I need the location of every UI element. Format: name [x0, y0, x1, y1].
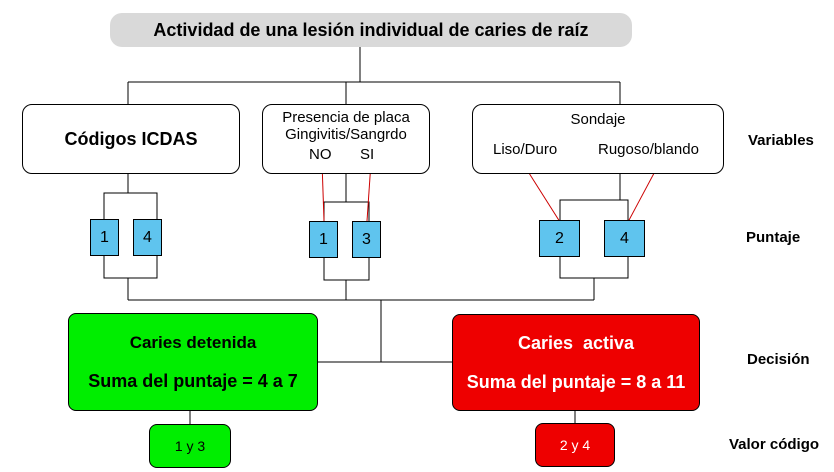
side-label-puntaje: Puntaje [746, 229, 801, 246]
diagram-title: Actividad de una lesión individual de ca… [110, 13, 632, 47]
decision-activa-title: Caries activa [517, 332, 635, 353]
sondaje-rugoso-label: Rugoso/blando [598, 141, 699, 158]
score-sondaje-4: 4 [604, 220, 645, 257]
score-placa-3: 3 [352, 221, 381, 258]
side-label-decision: Decisión [747, 351, 810, 368]
placa-si-label: SI [360, 146, 375, 163]
placa-no-label: NO [309, 146, 332, 163]
side-label-valor-codigo: Valor código [729, 436, 820, 453]
variable-sondaje: Sondaje [472, 104, 724, 174]
variable-sondaje-label: Sondaje [570, 111, 626, 128]
score-icdas-4: 4 [133, 219, 162, 256]
variable-placa-line1: Presencia de placa [282, 109, 410, 126]
code-activa: 2 y 4 [535, 423, 615, 467]
decision-caries-detenida: Caries detenida Suma del puntaje = 4 a 7 [68, 313, 318, 411]
side-label-variables: Variables [748, 132, 814, 149]
variable-icdas: Códigos ICDAS [22, 104, 240, 174]
decision-detenida-title: Caries detenida [129, 332, 257, 352]
decision-activa-sum: Suma del puntaje = 8 a 11 [466, 371, 686, 392]
decision-caries-activa: Caries activa Suma del puntaje = 8 a 11 [452, 314, 700, 411]
variable-placa: Presencia de placa Gingivitis/Sangrdo [262, 104, 430, 174]
variable-icdas-label: Códigos ICDAS [64, 128, 198, 149]
score-sondaje-2: 2 [539, 220, 580, 257]
decision-detenida-sum: Suma del puntaje = 4 a 7 [88, 370, 298, 391]
code-detenida: 1 y 3 [149, 424, 231, 468]
score-placa-1: 1 [309, 221, 338, 258]
sondaje-liso-label: Liso/Duro [493, 141, 558, 158]
score-icdas-1: 1 [90, 219, 119, 256]
variable-placa-line2: Gingivitis/Sangrdo [285, 126, 407, 143]
